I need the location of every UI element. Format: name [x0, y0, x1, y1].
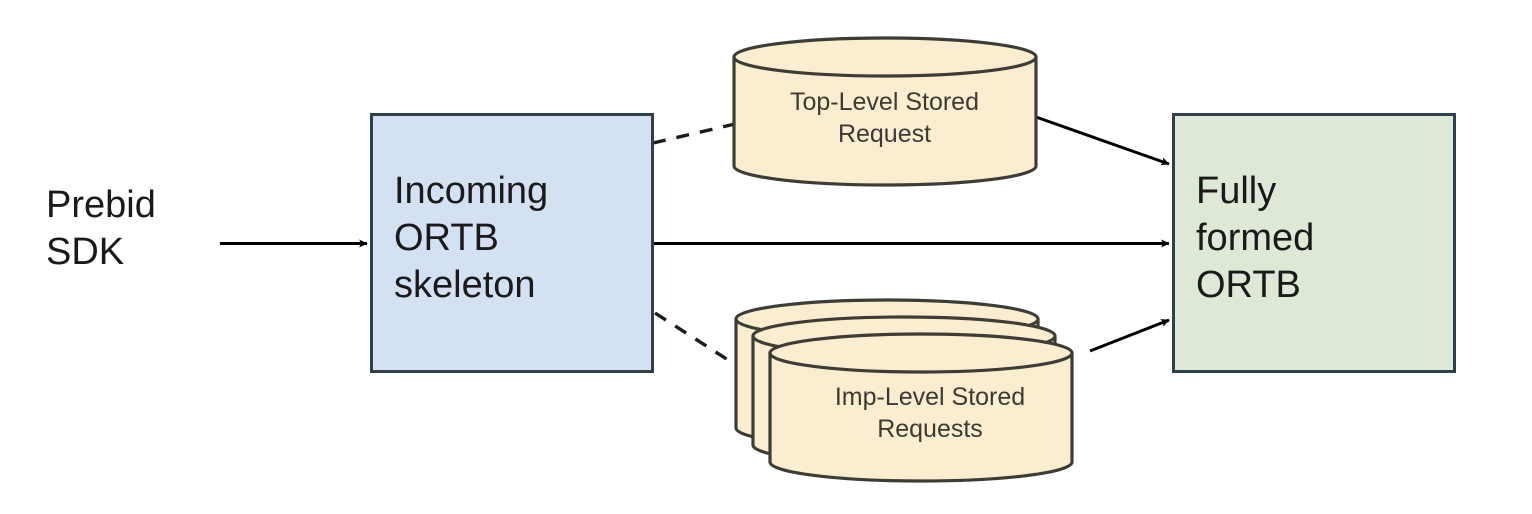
imp-level-stored-requests-cylinder-stack[interactable] — [734, 298, 1074, 483]
fully-formed-ortb-box[interactable] — [1172, 113, 1456, 373]
incoming-ortb-skeleton-label-line1: Incoming — [394, 170, 549, 212]
cylinder-front — [768, 332, 1074, 483]
edge-top-store-to-result — [1035, 115, 1170, 166]
top-level-stored-request-label-line1: Top-Level Stored — [789, 88, 979, 116]
top-level-stored-request-cylinder[interactable] — [732, 36, 1038, 187]
fully-formed-ortb-label-line1: Fully — [1196, 170, 1277, 212]
edge-process-to-top-store — [652, 122, 736, 145]
incoming-ortb-skeleton-label-line2: ORTB — [394, 217, 499, 259]
incoming-ortb-skeleton-box[interactable] — [370, 113, 654, 373]
edge-process-to-imp-store — [654, 311, 740, 369]
fully-formed-ortb-label-line2: formed — [1196, 217, 1315, 259]
imp-level-stored-requests-label-line1: Imp-Level Stored — [834, 383, 1026, 411]
fully-formed-ortb-label-line3: ORTB — [1196, 264, 1301, 306]
incoming-ortb-skeleton-label-line3: skeleton — [394, 264, 536, 306]
imp-level-stored-requests-label-line2: Requests — [877, 415, 983, 443]
prebid-sdk-label-line1: Prebid — [46, 184, 156, 226]
top-level-stored-request-label-line2: Request — [837, 120, 932, 148]
edge-imp-store-to-result — [1089, 318, 1170, 353]
prebid-sdk-label-line2: SDK — [46, 231, 125, 273]
